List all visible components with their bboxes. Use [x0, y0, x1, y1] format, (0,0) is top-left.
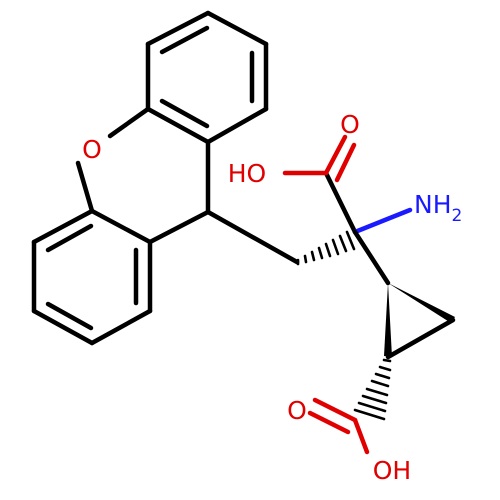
hashed-wedge-bond [296, 230, 356, 266]
amino-bond [352, 207, 413, 235]
side-chain [205, 209, 300, 265]
cyclopropane-ring [384, 283, 456, 360]
amino-label: NH2 [414, 190, 462, 226]
acid2-hydroxyl-label: OH [373, 456, 411, 485]
cyclopropyl-link [352, 229, 391, 286]
lower-benzene-ring [31, 208, 153, 346]
hashed-wedge-bond-2 [353, 358, 392, 421]
acid1-oxygen-label: O [340, 110, 360, 139]
upper-benzene-ring [145, 10, 269, 145]
carboxyl-group-2 [307, 397, 370, 455]
ring-oxygen-label: O [82, 135, 102, 164]
carboxyl-group-1 [282, 134, 358, 235]
acid2-oxygen-label: O [287, 396, 307, 425]
acid1-hydroxyl-label: HO [228, 159, 266, 188]
central-pyran-ring [75, 106, 211, 245]
